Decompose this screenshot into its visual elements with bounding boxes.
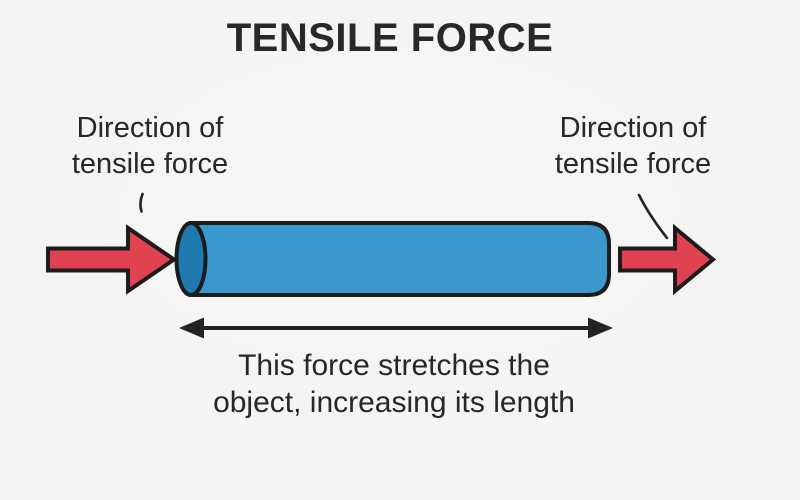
caption-stretch-text: This force stretches the object, increas… — [213, 349, 575, 419]
length-arrowhead-left — [179, 317, 204, 339]
length-arrow-icon — [179, 317, 613, 339]
page-title: TENSILE FORCE — [226, 16, 554, 60]
force-arrow-right-icon — [618, 223, 717, 296]
length-arrowhead-right — [588, 317, 613, 339]
label-direction-left: Direction of tensile force — [71, 112, 229, 180]
leader-line-right-icon — [637, 193, 669, 240]
leader-tick-left-icon — [139, 192, 144, 213]
force-arrow-left-icon — [46, 224, 178, 295]
cylinder-rod — [174, 221, 611, 297]
cylinder-end-cap — [174, 221, 208, 297]
cylinder-body — [189, 221, 611, 297]
label-direction-right: Direction of tensile force — [554, 112, 712, 180]
